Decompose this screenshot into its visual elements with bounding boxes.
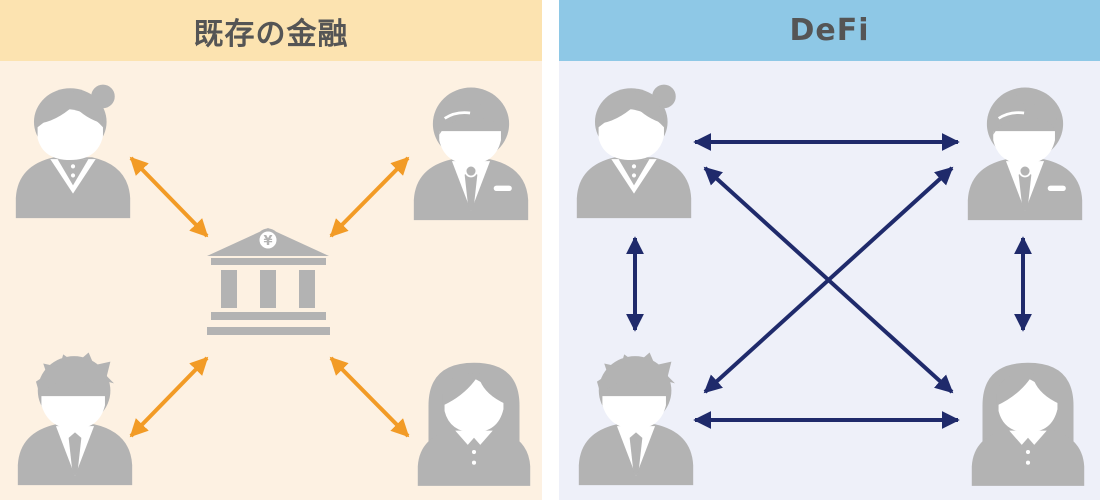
person-woman-bun-left [15,84,131,219]
yen-symbol: ¥ [263,234,272,249]
person-man-badge-left [412,86,530,222]
arrow-bank-top-right [329,156,410,238]
bank-icon: ¥ [207,228,330,335]
person-woman-bun-right [576,84,692,219]
traditional-finance-title: 既存の金融 [0,0,542,61]
arrow-bank-bottom-right [329,356,410,438]
person-woman-long-left [417,362,531,486]
person-man-tie-left [17,352,133,486]
arrow-bank-top-left [129,156,209,238]
person-man-badge-right [966,86,1084,222]
person-woman-long-right [971,362,1085,486]
arrow-defi-diagonal-up [703,166,954,394]
person-man-tie-right [578,352,694,486]
defi-title: DeFi [559,0,1100,61]
arrow-bank-bottom-left [129,356,209,438]
